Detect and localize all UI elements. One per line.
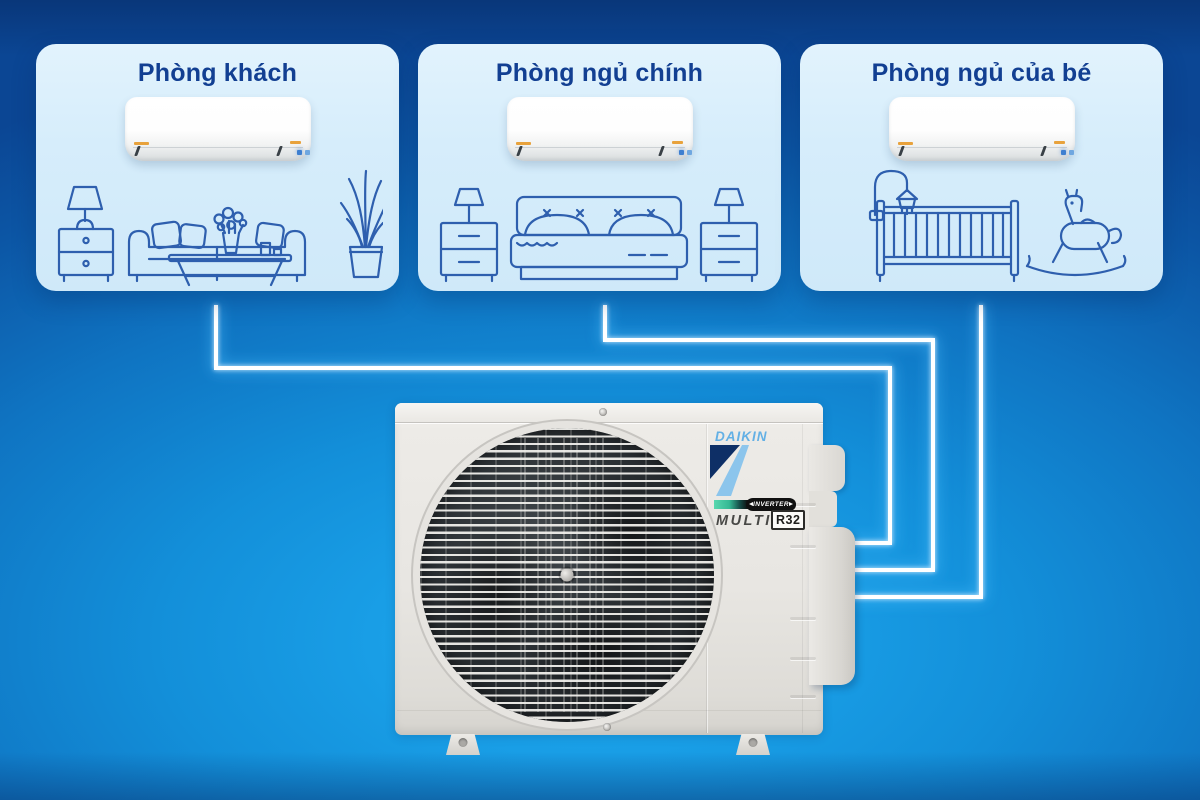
ac-brand-mark <box>897 142 913 145</box>
potted-plant-icon <box>339 169 383 279</box>
outdoor-unit-foot <box>736 734 770 755</box>
baby-bedroom-illustration <box>815 163 1147 287</box>
panel-rib <box>790 503 816 506</box>
outdoor-ac-unit: DAIKIN INVERTER MULTI R32 <box>395 403 855 755</box>
daikin-stripe-logo <box>710 445 749 496</box>
panel-rib <box>790 695 816 698</box>
candles-icon <box>259 241 283 257</box>
pipe-master-bedroom <box>603 305 935 572</box>
outdoor-unit-foot <box>446 734 480 755</box>
ac-brand-mark <box>671 141 683 144</box>
ac-indicator-lights <box>678 150 684 155</box>
ac-indicator-lights <box>296 150 302 155</box>
inverter-gradient-bar <box>714 500 748 509</box>
screw <box>603 723 611 731</box>
fan-hub-screw <box>560 568 574 582</box>
side-table-icon <box>57 227 115 283</box>
fan-grille <box>411 428 720 726</box>
panel-rib <box>790 545 816 548</box>
indoor-ac-unit <box>124 97 311 161</box>
indoor-ac-unit <box>506 97 693 161</box>
living-room-illustration <box>51 163 383 287</box>
indoor-ac-unit <box>888 97 1075 161</box>
flower-vase-icon <box>213 206 248 255</box>
ac-brand-mark <box>1053 141 1065 144</box>
pipe-baby-bedroom <box>848 305 983 599</box>
outdoor-side-bracket <box>809 491 837 527</box>
ac-brand-mark <box>133 142 149 145</box>
ac-brand-mark <box>289 141 301 144</box>
panel-seam <box>802 424 803 733</box>
sofa-icon <box>127 220 307 283</box>
nightstand-lamp-left-icon <box>439 187 499 283</box>
nightstand-lamp-right-icon <box>699 187 759 283</box>
room-title: Phòng khách <box>137 59 298 87</box>
master-bedroom-illustration <box>433 163 765 287</box>
outdoor-valve-cover <box>809 527 855 685</box>
room-card-living-room: Phòng khách <box>36 44 399 291</box>
room-card-baby-bedroom: Phòng ngủ của bé <box>800 44 1163 291</box>
inverter-badge: INVERTER <box>746 498 796 511</box>
ac-indicator-lights <box>1060 150 1066 155</box>
panel-rib <box>790 617 816 620</box>
pipe-living-room <box>214 305 892 545</box>
outdoor-side-bracket <box>809 445 845 491</box>
screw <box>599 408 607 416</box>
room-title: Phòng ngủ của bé <box>871 59 1092 87</box>
daikin-wordmark: DAIKIN <box>715 429 768 444</box>
ac-seam <box>514 147 685 148</box>
r32-refrigerant-badge: R32 <box>771 510 806 530</box>
panel-rib <box>790 657 816 660</box>
double-bed-icon <box>509 195 689 281</box>
rocking-horse-icon <box>1025 188 1127 277</box>
room-title: Phòng ngủ chính <box>495 59 704 87</box>
outdoor-top-panel <box>395 403 823 423</box>
table-lamp-icon <box>66 185 104 231</box>
ac-seam <box>896 147 1067 148</box>
ac-brand-mark <box>515 142 531 145</box>
ac-seam <box>132 147 303 148</box>
baby-crib-icon <box>875 199 1020 283</box>
multi-label: MULTI <box>716 513 772 529</box>
inverter-strip: INVERTER <box>714 498 798 511</box>
coffee-table-icon <box>167 253 293 287</box>
room-card-master-bedroom: Phòng ngủ chính <box>418 44 781 291</box>
